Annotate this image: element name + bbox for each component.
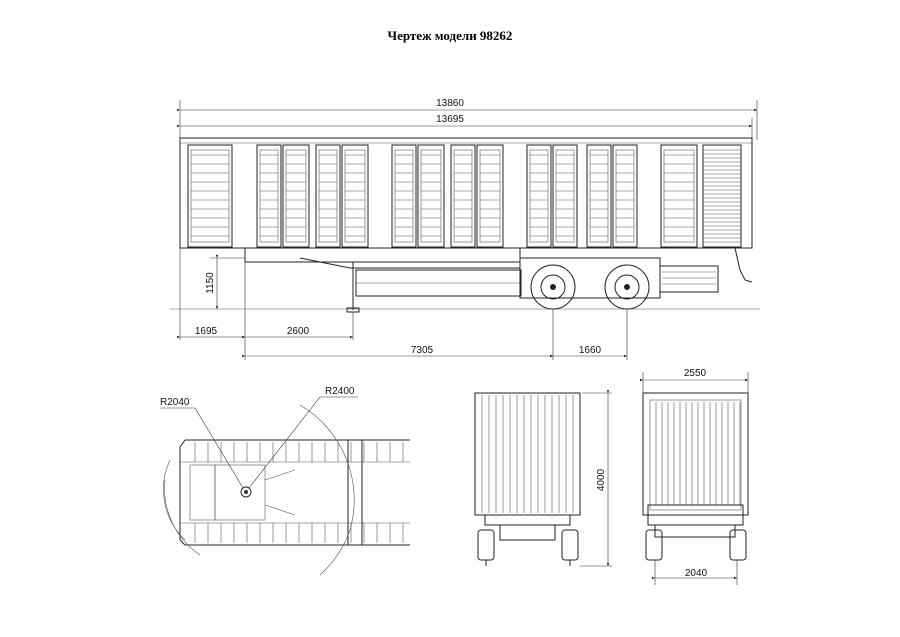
- dim-axle-spacing: 1660: [579, 345, 602, 356]
- front-view: 4000: [474, 390, 612, 567]
- side-door-panel: [476, 144, 504, 248]
- side-door-panel: [341, 144, 369, 248]
- side-door-panel: [612, 144, 638, 248]
- side-door-panel: [660, 144, 698, 248]
- side-door-panel: [256, 144, 282, 248]
- dim-coupling-height: 1150: [205, 272, 216, 294]
- side-door-panel: [417, 144, 445, 248]
- rear-view: 2550 2040: [640, 368, 749, 585]
- dim-height: 4000: [596, 468, 607, 491]
- wheel-rear-axle: [604, 264, 650, 310]
- dim-kingpin-radius: R2400: [325, 386, 355, 397]
- dim-front-overhang: 1695: [195, 326, 218, 337]
- side-view: 13860 13695 1150 1695 2600 7305 1660: [170, 98, 760, 360]
- dim-track: 2040: [685, 568, 708, 579]
- side-door-panel: [187, 144, 233, 248]
- wheel-front-axle: [530, 264, 576, 310]
- dim-front-radius: R2040: [160, 397, 190, 408]
- plan-view: R2040 R2400: [160, 386, 410, 576]
- side-door-panel: [586, 144, 612, 248]
- side-door-panel: [391, 144, 417, 248]
- side-door-panel: [450, 144, 476, 248]
- side-door-panel: [282, 144, 310, 248]
- dim-kingpin-to-legs: 2600: [287, 326, 310, 337]
- dim-overall-length: 13860: [436, 98, 464, 109]
- side-door-panel: [552, 144, 578, 248]
- dim-body-length: 13695: [436, 114, 464, 125]
- side-door-panel: [526, 144, 552, 248]
- dim-width: 2550: [684, 368, 707, 379]
- dim-kingpin-to-axle: 7305: [411, 345, 434, 356]
- rear-vent-panel: [702, 144, 742, 248]
- side-door-panel: [315, 144, 341, 248]
- drawing-title: Чертеж модели 98262: [387, 28, 513, 43]
